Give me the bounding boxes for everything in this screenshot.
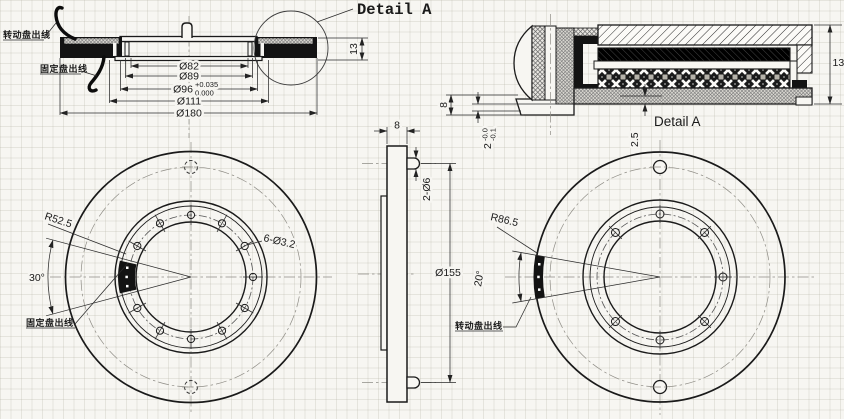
svg-text:Ø155: Ø155	[435, 267, 461, 279]
detail-callout-title: Detail A	[357, 1, 432, 19]
dim-d180: Ø180	[59, 58, 318, 122]
svg-text:+0.035: +0.035	[195, 80, 218, 89]
front-view: 30° R52.5 6-Ø3.2 固定盘出线	[26, 142, 332, 413]
inner-bar-right	[247, 41, 253, 57]
svg-text:R86.5: R86.5	[489, 211, 519, 229]
svg-text:13: 13	[833, 57, 844, 69]
slot-right	[260, 43, 264, 56]
dim-detail-13: 13	[814, 24, 844, 105]
svg-text:8: 8	[438, 102, 450, 108]
rotor-lead-leader	[43, 22, 57, 39]
clamp-hatch-a	[531, 25, 546, 101]
side-disc-body	[386, 145, 408, 403]
dim-side-8: 8	[374, 117, 420, 144]
clamp-curved-edge	[513, 24, 533, 102]
inner-bar-left	[124, 41, 130, 57]
back-lead-leader	[503, 296, 532, 328]
svg-text:-0.1: -0.1	[489, 128, 498, 141]
stator-lead-label: 固定盘出线	[40, 63, 88, 74]
back-radius-dim: R86.5	[487, 209, 538, 254]
detail-callout-circle	[253, 10, 329, 86]
svg-text:2: 2	[482, 143, 494, 149]
clamp-hatch-b	[555, 27, 575, 105]
svg-text:Ø180: Ø180	[176, 108, 202, 120]
side-pin-top	[406, 157, 421, 170]
dim-d89: Ø89	[125, 58, 253, 85]
svg-text:2-Ø6: 2-Ø6	[421, 177, 433, 201]
dim-detail-2-5: 2.5	[620, 84, 662, 150]
contact-weave-band	[597, 68, 793, 89]
rotor-lead-wire	[54, 5, 77, 41]
air-gap-band	[593, 60, 795, 70]
dim-section-13: 13	[318, 37, 368, 61]
rotor-ring-hatch	[597, 47, 791, 62]
top-pin	[181, 22, 193, 38]
rotor-bottom-plate	[114, 55, 263, 62]
stator-lead-wire	[87, 55, 106, 93]
side-pin-bottom	[406, 376, 421, 389]
side-view: 8 2-Ø6 Ø155	[358, 117, 464, 403]
back-view: 20° R86.5 转动盘出线	[455, 140, 817, 415]
svg-text:-0.0: -0.0	[481, 128, 490, 141]
back-lead-label: 转动盘出线	[455, 320, 503, 331]
hatch-cap-right	[257, 37, 314, 45]
hatch-cap-left	[63, 37, 120, 45]
right-wall-hatch	[796, 44, 813, 74]
base-plate-notch	[795, 96, 813, 106]
svg-text:Ø89: Ø89	[179, 71, 199, 83]
dim-detail-2: 2 -0.0 -0.1	[472, 92, 570, 152]
slot-left	[113, 43, 117, 56]
side-back-plate	[380, 195, 388, 351]
front-lead-leader	[74, 262, 129, 325]
detail-callout-leader	[316, 8, 354, 23]
detail-view-label: Detail A	[654, 114, 701, 129]
svg-text:13: 13	[348, 43, 360, 55]
front-radius-dim: R52.5	[41, 208, 127, 255]
svg-text:Ø82: Ø82	[179, 61, 199, 73]
dim-detail-8: 8	[436, 94, 524, 116]
dim-side-2d6: 2-Ø6	[413, 147, 436, 204]
base-plate-hatch	[573, 87, 813, 105]
top-flange-hatch	[597, 24, 813, 46]
svg-text:Ø96: Ø96	[173, 84, 193, 96]
back-hole-ring	[608, 205, 732, 349]
front-outer-circle	[64, 150, 318, 404]
svg-text:8: 8	[394, 120, 400, 132]
seal-strip	[573, 27, 599, 37]
front-ring-outer	[114, 200, 268, 354]
main-section-view: 转动盘出线 固定盘出线 Detail A 13 Ø82 Ø89 Ø96 +0.0…	[3, 1, 432, 138]
rotor-lead-label: 转动盘出线	[3, 29, 51, 40]
svg-text:R52.5: R52.5	[43, 210, 74, 230]
svg-text:30°: 30°	[29, 272, 45, 284]
svg-text:20°: 20°	[472, 270, 487, 288]
front-lead-label: 固定盘出线	[26, 317, 74, 328]
stator-lead-leader	[80, 70, 98, 77]
svg-text:2.5: 2.5	[629, 132, 641, 147]
svg-text:6-Ø3.2: 6-Ø3.2	[262, 232, 296, 251]
black-bracket	[574, 36, 598, 92]
back-angle-dim: 20°	[470, 250, 661, 304]
dim-d96: Ø96 +0.035 0.000	[120, 60, 258, 100]
front-hole-ring	[128, 205, 263, 349]
svg-text:Ø111: Ø111	[177, 96, 201, 108]
dim-side-d155: Ø155	[421, 163, 464, 383]
back-ring-outer	[582, 199, 738, 355]
detail-a-view: 13 8 2 -0.0 -0.1 2.5 Detail A	[436, 14, 844, 152]
dim-d111: Ø111	[109, 60, 269, 110]
front-angle-dim: 30°	[27, 237, 192, 317]
svg-text:0.000: 0.000	[195, 89, 214, 98]
dim-d82: Ø82	[130, 58, 249, 75]
